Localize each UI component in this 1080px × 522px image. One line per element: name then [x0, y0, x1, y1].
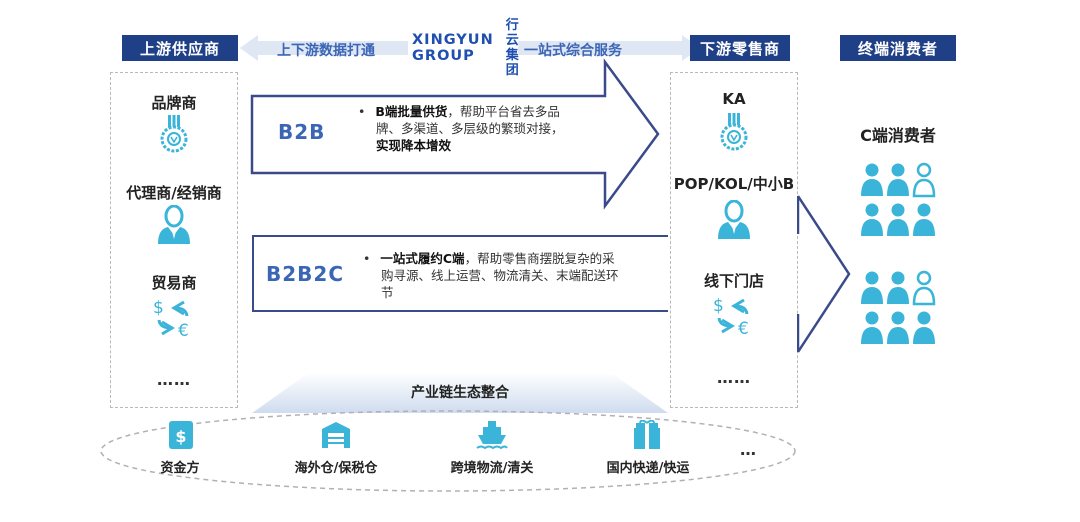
upstream-more-dots: ……	[157, 370, 191, 389]
ecosystem-label: 产业链生态整合	[411, 385, 509, 401]
warehouse-icon	[322, 422, 350, 448]
svg-text:$: $	[175, 427, 186, 446]
ecosystem-platform	[252, 372, 668, 413]
svg-text:€: €	[178, 321, 189, 338]
downstream-item-pop-label: POP/KOL/中小B	[673, 175, 795, 193]
downstream-column	[670, 72, 798, 408]
upstream-item-agent-label: 代理商/经销商	[126, 184, 222, 202]
svg-text:$: $	[153, 298, 164, 318]
b2b2c-text3: 节	[381, 285, 394, 300]
b2b-arrow	[250, 58, 660, 210]
package-icon	[634, 420, 660, 449]
svg-text:€: €	[738, 319, 749, 336]
downstream-item-ka-label: KA	[722, 90, 746, 108]
service-warehouse-label: 海外仓/保税仓	[294, 461, 378, 476]
service-funding-label: 资金方	[160, 461, 200, 476]
header-upstream: 上游供应商	[122, 35, 238, 61]
services-more-dots: …	[740, 440, 757, 459]
consumer-label: C端消费者	[860, 126, 936, 145]
b2b2c-description: • 一站式履约C端，帮助零售商摆脱复杂的采 购寻源、线上运营、物流清关、末端配送环…	[363, 250, 663, 301]
b2b2c-bold: 一站式履约C端	[380, 251, 465, 266]
header-downstream: 下游零售商	[690, 35, 790, 61]
b2b-bullet: •	[358, 104, 366, 119]
b2b-text2: 牌、多渠道、多层级的繁琐对接，	[376, 121, 564, 136]
banner-left-text: 上下游数据打通	[277, 43, 375, 59]
person-icon	[158, 205, 190, 244]
b2b2c-box	[252, 235, 668, 312]
b2b-text1: ，帮助平台省去多品	[447, 104, 560, 119]
service-logistics-label: 跨境物流/清关	[450, 461, 534, 476]
b2b2c-arrowhead	[797, 195, 851, 353]
person-icon	[718, 200, 750, 239]
services-ellipse	[100, 410, 796, 492]
money-bag-icon: $	[169, 421, 193, 449]
b2b-text3: 实现降本增效	[376, 138, 452, 153]
upstream-column	[110, 72, 238, 408]
xingyun-logo: XINGYUN GROUP 行云 集团	[408, 18, 519, 78]
svg-text:$: $	[713, 296, 724, 316]
consumer-group-icon	[861, 270, 936, 344]
upstream-item-trader-label: 贸易商	[151, 274, 197, 292]
downstream-item-store-label: 线下门店	[703, 272, 764, 290]
downstream-more-dots: ……	[717, 368, 751, 387]
header-consumer: 终端消费者	[840, 35, 956, 61]
medal-icon	[720, 113, 748, 151]
logo-en-line2: GROUP	[412, 48, 475, 64]
b2b2c-bullet: •	[363, 251, 371, 266]
currency-exchange-icon: $ €	[713, 296, 749, 336]
ship-icon	[476, 421, 508, 450]
b2b2c-label: B2B2C	[266, 262, 344, 286]
medal-icon	[160, 115, 188, 153]
b2b2c-text2: 购寻源、线上运营、物流清关、末端配送环	[381, 268, 619, 283]
b2b-description: • B端批量供货，帮助平台省去多品 牌、多渠道、多层级的繁琐对接， 实现降本增效	[358, 103, 598, 154]
banner-right-text: 一站式综合服务	[524, 43, 622, 59]
consumer-group-icon	[861, 162, 936, 236]
b2b2c-text1: ，帮助零售商摆脱复杂的采	[464, 251, 615, 266]
upstream-item-brand-label: 品牌商	[151, 94, 197, 112]
logo-cn-line2: 集团	[505, 48, 519, 78]
currency-exchange-icon: $ €	[153, 298, 189, 338]
b2b-label: B2B	[278, 120, 326, 144]
b2b-bold: B端批量供货	[375, 104, 448, 119]
logo-cn-line1: 行云	[505, 18, 519, 48]
logo-en-line1: XINGYUN	[412, 32, 494, 48]
service-express-label: 国内快递/快运	[606, 461, 690, 476]
